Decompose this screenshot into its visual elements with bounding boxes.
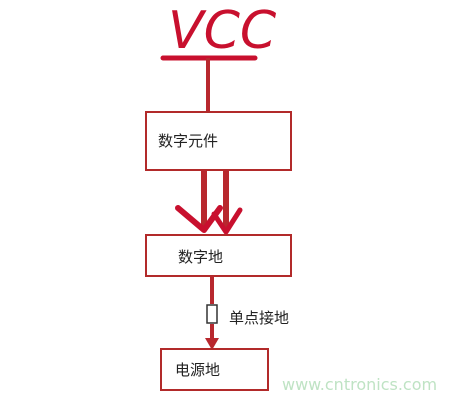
- digital-component-label: 数字元件: [158, 132, 218, 150]
- digital-ground-label: 数字地: [178, 248, 223, 266]
- digital-ground-box: [145, 234, 292, 277]
- single-point-label: 单点接地: [229, 309, 289, 327]
- digital-component-box: [145, 111, 292, 171]
- power-ground-label: 电源地: [175, 361, 220, 379]
- single-point-link: [205, 276, 219, 350]
- power-ground-box: [160, 348, 269, 391]
- current-arrows: [175, 170, 243, 235]
- watermark: www.cntronics.com: [282, 375, 437, 394]
- vcc-label: VCC: [168, 1, 277, 61]
